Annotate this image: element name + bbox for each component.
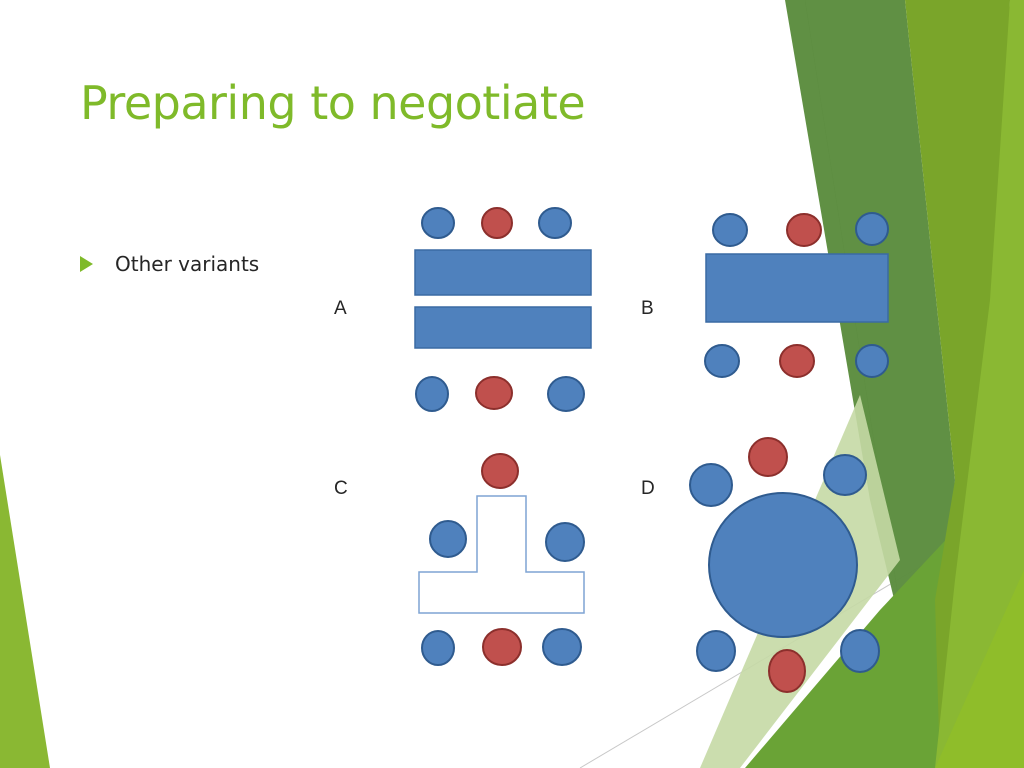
slide-title: Preparing to negotiate [80, 76, 586, 130]
seat-red [786, 213, 822, 247]
seat-blue [429, 520, 467, 558]
t-shaped-table [418, 495, 585, 614]
table-rect [414, 306, 592, 349]
round-table [708, 492, 858, 638]
bullet-text: Other variants [115, 252, 260, 276]
seat-blue [689, 463, 733, 507]
seat-red [481, 207, 513, 239]
seat-blue [421, 207, 455, 239]
seat-red [482, 628, 522, 666]
seat-blue [545, 522, 585, 562]
diagram-d [689, 437, 880, 693]
bullet-item: Other variants [80, 252, 259, 276]
seat-red [748, 437, 788, 477]
seat-red [768, 649, 806, 693]
triangle-bullet-icon [80, 256, 93, 272]
seat-red [779, 344, 815, 378]
diagram-a [414, 207, 592, 412]
seat-red [475, 376, 513, 410]
seat-blue [415, 376, 449, 412]
variant-label-b: B [641, 298, 654, 319]
seat-blue [421, 630, 455, 666]
seat-blue [823, 454, 867, 496]
seat-blue [855, 212, 889, 246]
left-green-sliver [0, 455, 50, 768]
diagram-c [418, 453, 585, 666]
seat-blue [696, 630, 736, 672]
seat-blue [840, 629, 880, 673]
seat-blue [542, 628, 582, 666]
seat-blue [538, 207, 572, 239]
seat-blue [712, 213, 748, 247]
light-green-band [935, 0, 1024, 768]
seat-blue [547, 376, 585, 412]
olive-green-band [905, 0, 1010, 768]
seat-blue [704, 344, 740, 378]
seat-blue [855, 344, 889, 378]
diagram-b [704, 212, 889, 378]
variant-label-a: A [334, 298, 347, 319]
table-rect [705, 253, 889, 323]
seat-red [481, 453, 519, 489]
table-rect [414, 249, 592, 296]
variant-label-c: C [334, 478, 348, 499]
variant-label-d: D [641, 478, 655, 499]
